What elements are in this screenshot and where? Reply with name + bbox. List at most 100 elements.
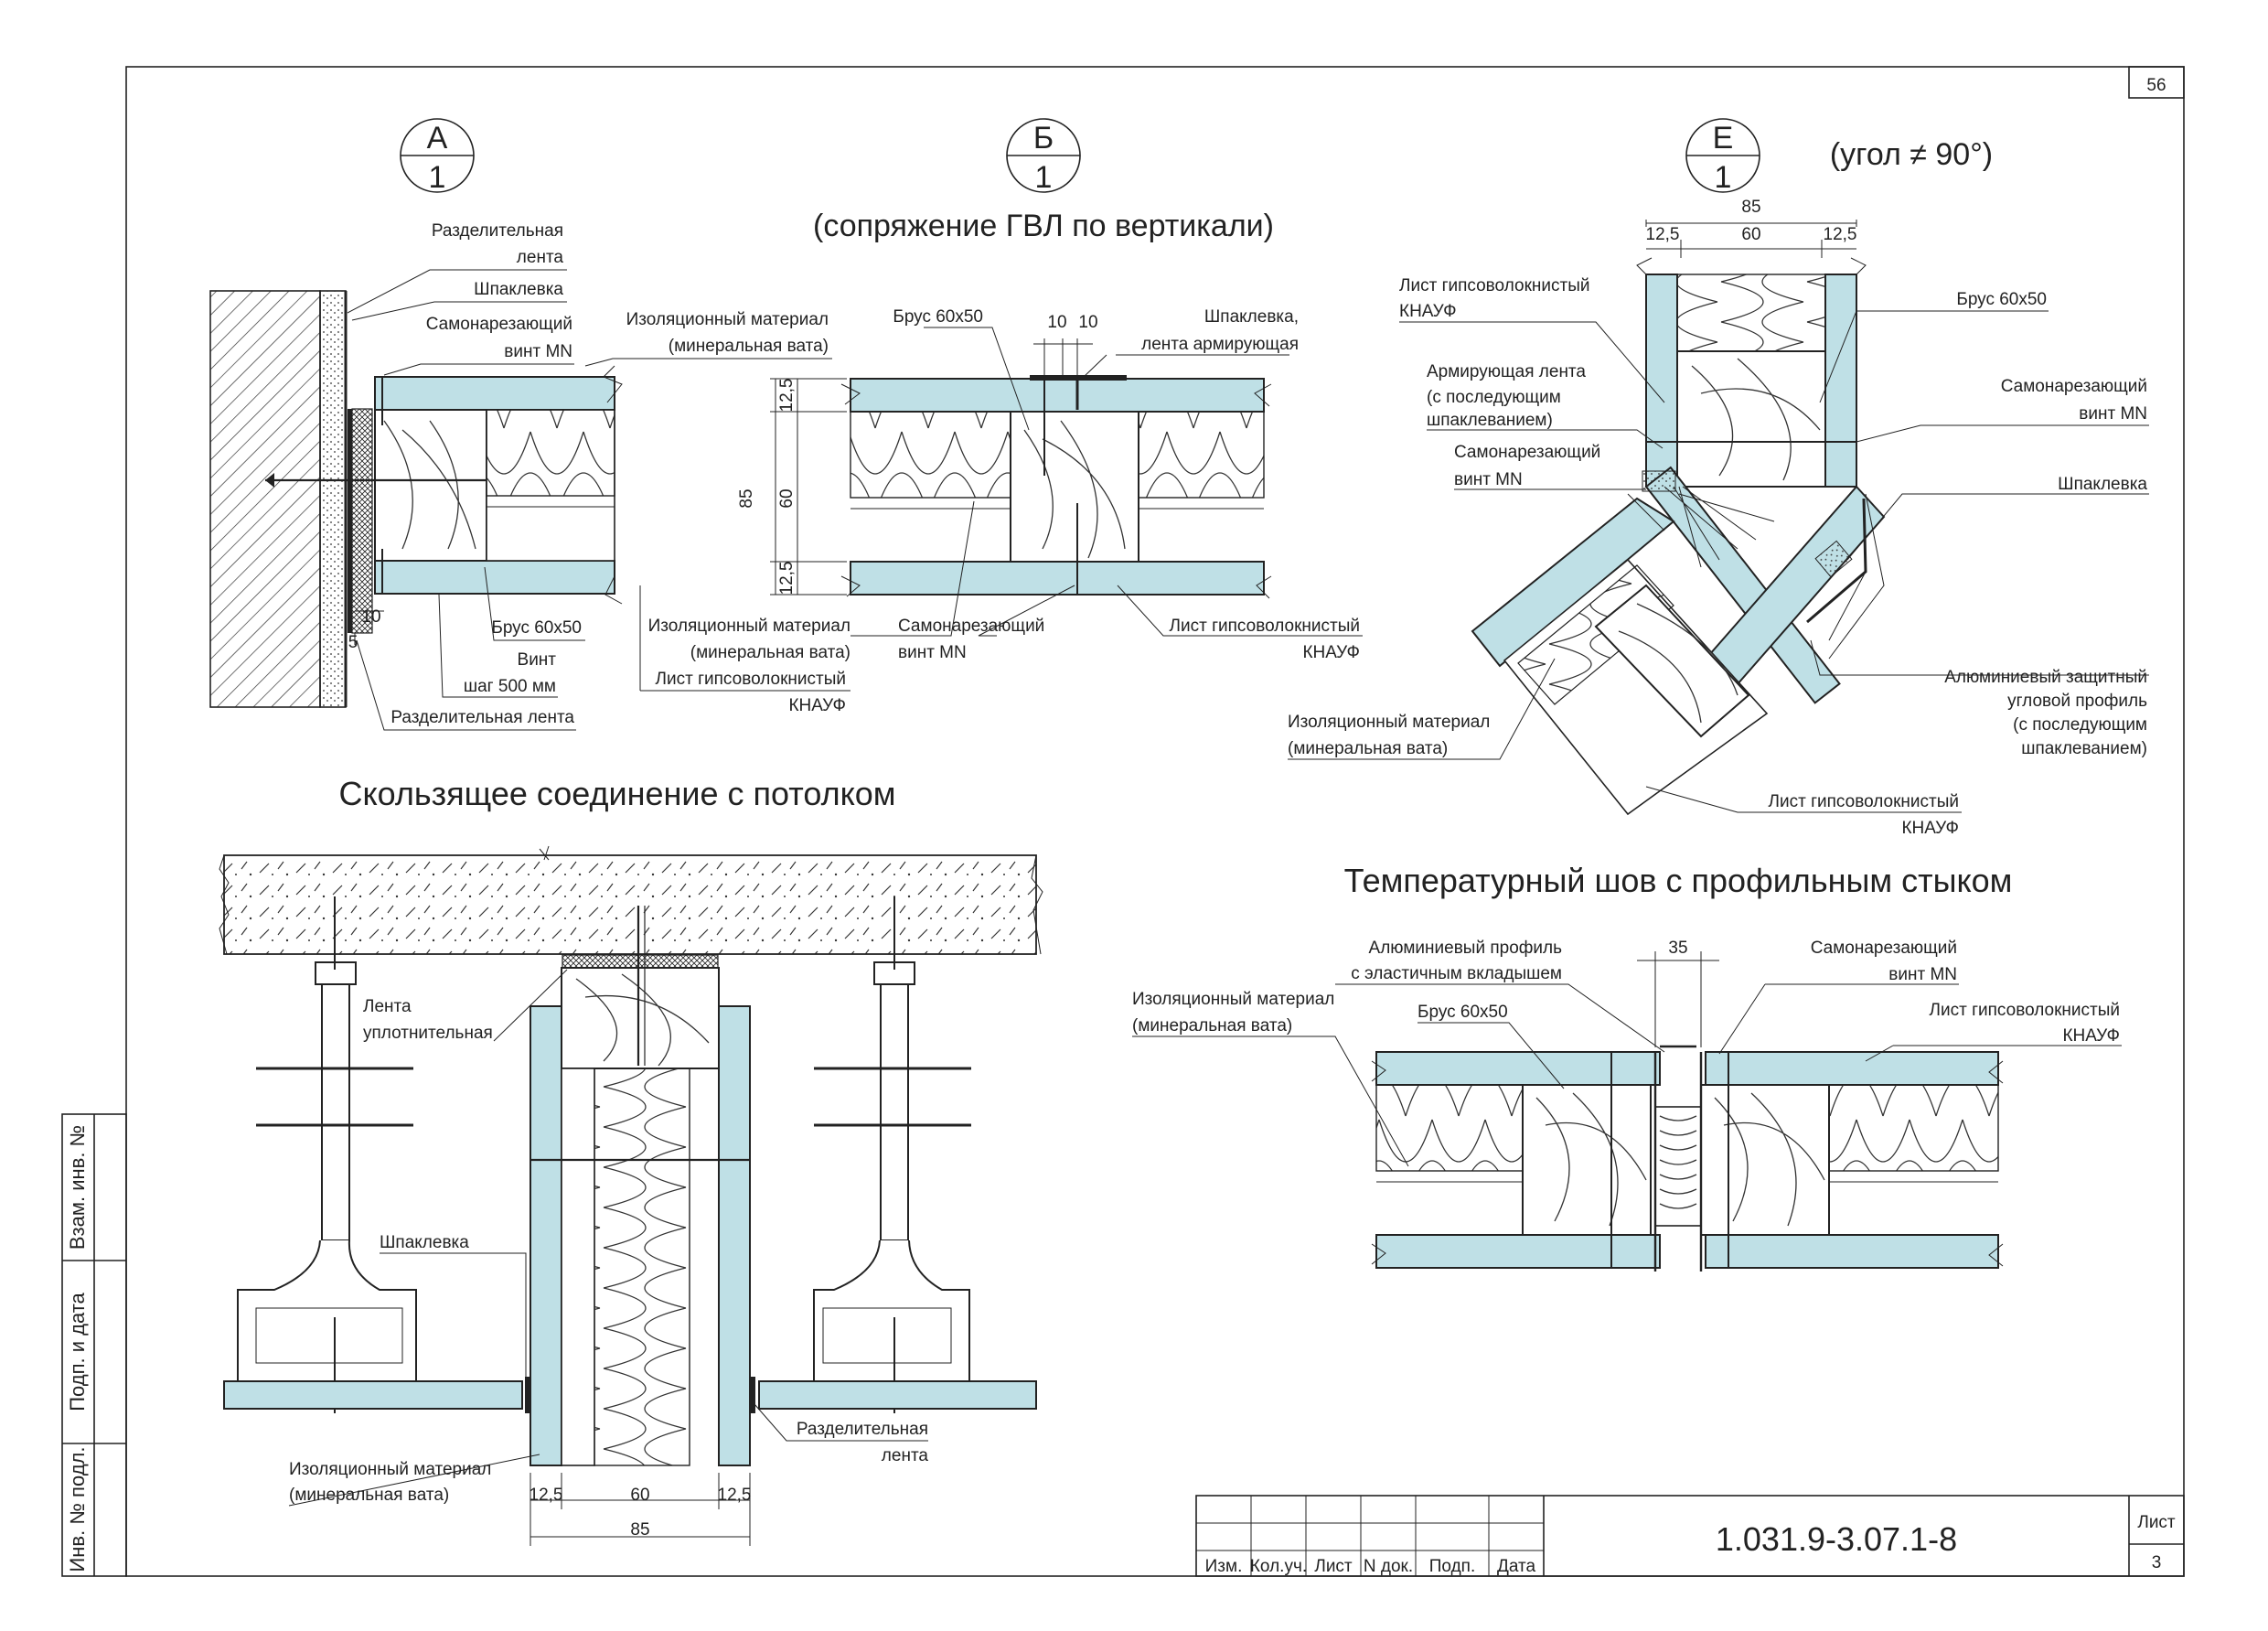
svg-text:Изоляционный материал: Изоляционный материал <box>1132 990 1334 1009</box>
svg-text:1: 1 <box>1715 160 1732 195</box>
svg-text:85: 85 <box>630 1520 649 1540</box>
svg-text:Разделительная лента: Разделительная лента <box>390 708 574 727</box>
svg-text:Винт: Винт <box>518 650 557 670</box>
svg-text:(минеральная вата): (минеральная вата) <box>1132 1016 1292 1035</box>
svg-text:Брус 60х50: Брус 60х50 <box>893 307 983 327</box>
sheet-frame <box>125 66 2185 1577</box>
svg-text:Брус 60х50: Брус 60х50 <box>491 618 582 638</box>
svg-text:Изоляционный материал: Изоляционный материал <box>1288 713 1490 732</box>
svg-text:12,5: 12,5 <box>530 1486 563 1505</box>
svg-text:3: 3 <box>2152 1553 2162 1572</box>
svg-text:Разделительная: Разделительная <box>432 221 563 241</box>
svg-text:шпаклеванием): шпаклеванием) <box>2021 739 2147 758</box>
title-ceiling: Скользящее соединение с потолком <box>338 775 895 812</box>
svg-text:1: 1 <box>1035 160 1053 195</box>
svg-text:лента армирующая: лента армирующая <box>1141 335 1299 354</box>
svg-text:уплотнительная: уплотнительная <box>363 1024 493 1043</box>
detail-ceiling-labels: Лента уплотнительная Шпаклевка Изоляцион… <box>288 969 929 1540</box>
sheet-number-box <box>2128 66 2185 99</box>
svg-text:Лист гипсоволокнистый: Лист гипсоволокнистый <box>1769 792 1959 811</box>
svg-text:Армирующая лента: Армирующая лента <box>1427 362 1586 381</box>
svg-text:12,5: 12,5 <box>777 379 797 413</box>
svg-text:Алюминиевый защитный: Алюминиевый защитный <box>1944 668 2147 687</box>
svg-text:60: 60 <box>1741 225 1760 244</box>
detail-temp-labels: Алюминиевый профиль с эластичным вкладыш… <box>1132 939 2122 1167</box>
svg-text:Самонарезающий: Самонарезающий <box>2001 377 2147 396</box>
side-stamp: Взам. инв. № Подп. и дата Инв. № подл. <box>61 1113 127 1577</box>
document-code: 1.031.9-3.07.1-8 <box>1716 1520 1957 1558</box>
detail-e <box>1471 220 1886 816</box>
svg-text:(минеральная вата): (минеральная вата) <box>690 643 850 662</box>
svg-text:12,5: 12,5 <box>1646 225 1680 244</box>
svg-text:КНАУФ: КНАУФ <box>1901 819 1959 838</box>
detail-ceiling <box>219 845 1043 1546</box>
svg-text:12,5: 12,5 <box>777 562 797 596</box>
svg-text:Лист гипсоволокнистый: Лист гипсоволокнистый <box>656 670 846 689</box>
svg-text:(минеральная вата): (минеральная вата) <box>289 1486 449 1505</box>
svg-text:Шпаклевка: Шпаклевка <box>380 1233 469 1252</box>
svg-text:5: 5 <box>348 633 358 652</box>
svg-text:12,5: 12,5 <box>718 1486 752 1505</box>
svg-text:Подп. и дата: Подп. и дата <box>66 1292 89 1411</box>
svg-text:винт MN: винт MN <box>898 643 967 662</box>
svg-text:винт MN: винт MN <box>504 342 572 361</box>
svg-text:N док.: N док. <box>1364 1557 1413 1576</box>
detail-b <box>770 338 1272 599</box>
svg-text:с эластичным вкладышем: с эластичным вкладышем <box>1351 964 1562 983</box>
svg-text:КНАУФ: КНАУФ <box>1399 302 1457 321</box>
svg-text:(с последующим: (с последующим <box>1427 388 1561 407</box>
svg-text:Шпаклевка,: Шпаклевка, <box>1204 307 1299 327</box>
svg-text:12,5: 12,5 <box>1824 225 1857 244</box>
svg-text:КНАУФ: КНАУФ <box>1302 643 1360 662</box>
svg-text:10: 10 <box>1047 313 1066 332</box>
svg-text:1: 1 <box>429 160 446 195</box>
svg-text:Лист гипсоволокнистый: Лист гипсоволокнистый <box>1170 617 1360 636</box>
svg-text:лента: лента <box>517 248 564 267</box>
svg-text:лента: лента <box>882 1446 929 1465</box>
detail-temp <box>1371 951 2004 1272</box>
svg-text:85: 85 <box>737 488 756 508</box>
svg-text:Разделительная: Разделительная <box>797 1420 928 1439</box>
svg-text:А: А <box>427 121 448 156</box>
svg-text:Шпаклевка: Шпаклевка <box>2058 475 2147 494</box>
svg-text:Лист гипсоволокнистый: Лист гипсоволокнистый <box>1399 276 1589 295</box>
callout-b: Б 1 <box>1006 118 1081 195</box>
svg-text:Изоляционный материал: Изоляционный материал <box>648 617 850 636</box>
svg-text:КНАУФ: КНАУФ <box>788 696 846 715</box>
svg-text:Дата: Дата <box>1497 1557 1536 1576</box>
svg-text:Лист гипсоволокнистый: Лист гипсоволокнистый <box>1930 1001 2120 1020</box>
svg-text:85: 85 <box>1741 198 1760 217</box>
svg-text:Алюминиевый профиль: Алюминиевый профиль <box>1369 939 1563 958</box>
svg-text:Самонарезающий: Самонарезающий <box>1811 939 1957 958</box>
svg-text:Подп.: Подп. <box>1429 1557 1475 1576</box>
detail-a-labels: Разделительная лента Шпаклевка Самонарез… <box>347 221 832 731</box>
svg-text:Изм.: Изм. <box>1205 1557 1243 1576</box>
title-temp: Температурный шов с профильным стыком <box>1344 862 2013 899</box>
svg-text:Самонарезающий: Самонарезающий <box>426 315 572 334</box>
svg-text:Брус 60х50: Брус 60х50 <box>1418 1003 1508 1022</box>
svg-text:Самонарезающий: Самонарезающий <box>898 617 1044 636</box>
svg-text:10: 10 <box>1078 313 1097 332</box>
svg-text:(минеральная вата): (минеральная вата) <box>669 337 829 356</box>
detail-e-labels: 85 12,5 60 12,5 Лист гипсоволокнистый КН… <box>1288 198 2149 838</box>
svg-text:Инв. № подл.: Инв. № подл. <box>66 1446 89 1572</box>
svg-text:35: 35 <box>1668 939 1687 958</box>
svg-text:Б: Б <box>1033 121 1054 156</box>
callout-e: Е 1 <box>1685 118 1760 195</box>
title-block: Изм. Кол.уч. Лист N док. Подп. Дата 1.03… <box>1195 1495 2185 1577</box>
svg-text:Брус 60х50: Брус 60х50 <box>1956 290 2047 309</box>
svg-text:Изоляционный материал: Изоляционный материал <box>626 310 829 329</box>
svg-text:Лист: Лист <box>1314 1557 1353 1576</box>
svg-text:шаг 500 мм: шаг 500 мм <box>464 677 556 696</box>
svg-text:Лента: Лента <box>363 997 412 1016</box>
svg-text:Лист: Лист <box>2137 1513 2176 1532</box>
svg-text:60: 60 <box>777 488 797 508</box>
svg-text:Самонарезающий: Самонарезающий <box>1454 443 1600 462</box>
title-b-sub: (сопряжение ГВЛ по вертикали) <box>813 209 1274 243</box>
svg-text:КНАУФ: КНАУФ <box>2062 1026 2120 1046</box>
svg-text:60: 60 <box>630 1486 649 1505</box>
svg-text:Е: Е <box>1713 121 1734 156</box>
sheet-number-top: 56 <box>2146 76 2166 95</box>
svg-text:Шпаклевка: Шпаклевка <box>474 280 563 299</box>
